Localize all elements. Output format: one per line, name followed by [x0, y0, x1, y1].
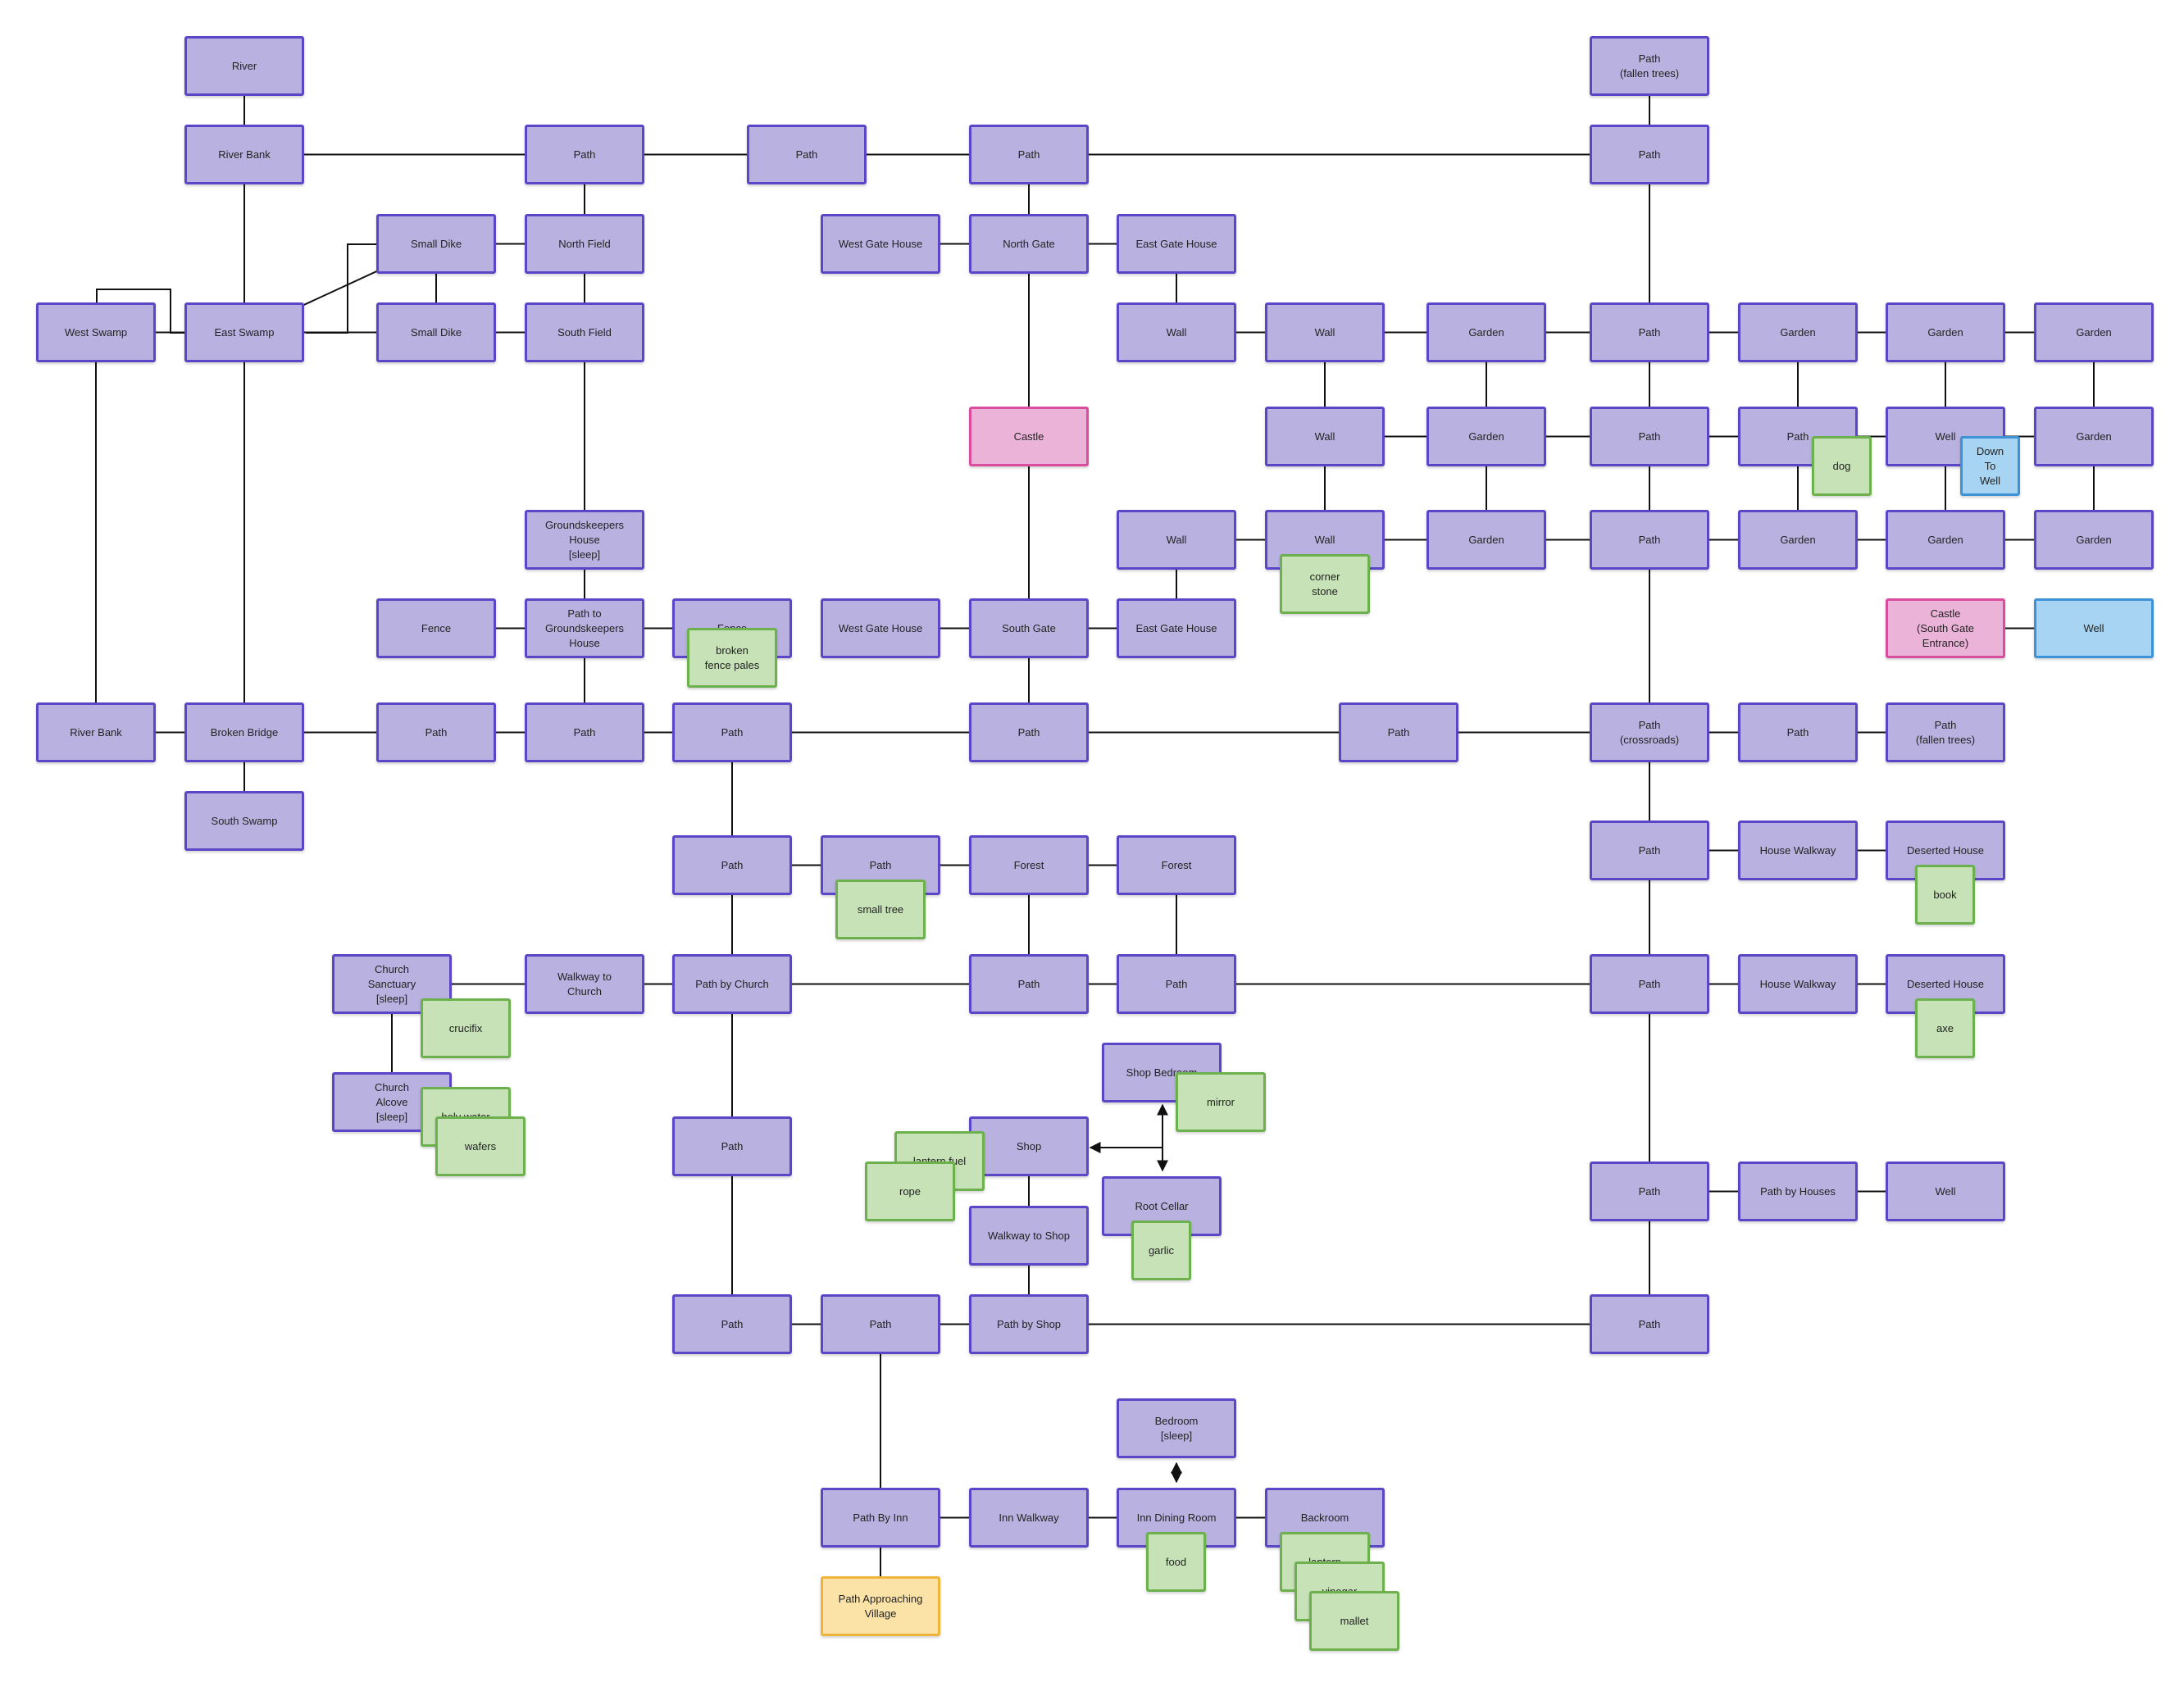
node-small-dike-1: Small Dike	[376, 214, 496, 274]
node-forest-2: Forest	[1117, 835, 1236, 895]
node-garden-1: Garden	[1426, 302, 1546, 362]
item-mirror: mirror	[1176, 1072, 1266, 1132]
node-shop: Shop	[969, 1116, 1089, 1176]
node-walkway-shop: Walkway to Shop	[969, 1206, 1089, 1266]
node-path-r1b: Path	[747, 125, 867, 184]
node-south-field: South Field	[525, 302, 644, 362]
node-small-dike-2: Small Dike	[376, 302, 496, 362]
node-path-r2b: Path	[525, 702, 644, 762]
node-down-to-well: Down To Well	[1960, 436, 2020, 496]
node-west-swamp: West Swamp	[36, 302, 156, 362]
node-castle: Castle	[969, 407, 1089, 466]
item-axe: axe	[1915, 998, 1975, 1058]
connector-west-swamp-east-swamp	[96, 289, 184, 334]
node-path-by-houses: Path by Houses	[1738, 1161, 1858, 1221]
node-path-g4: Path	[1590, 510, 1709, 570]
node-path-r4a: Path	[969, 954, 1089, 1014]
item-crucifix: crucifix	[421, 998, 511, 1058]
item-food: food	[1146, 1532, 1206, 1592]
node-wall-1: Wall	[1117, 302, 1236, 362]
item-broken-fence-pales: broken fence pales	[687, 628, 777, 688]
node-path-r1d: Path	[1590, 125, 1709, 184]
node-east-gate-house-n: East Gate House	[1117, 214, 1236, 274]
node-bedroom: Bedroom [sleep]	[1117, 1398, 1236, 1458]
node-garden-3: Garden	[1886, 302, 2005, 362]
node-path-r4c: Path	[1590, 954, 1709, 1014]
node-church-sanctuary: Church Sanctuary [sleep]	[332, 954, 452, 1014]
node-fence-w: Fence	[376, 598, 496, 658]
node-path-r2d: Path	[969, 702, 1089, 762]
node-path-r1c: Path	[969, 125, 1089, 184]
node-groundskeepers-house: Groundskeepers House [sleep]	[525, 510, 644, 570]
node-path-approaching: Path Approaching Village	[821, 1576, 940, 1636]
node-west-gate-house-n: West Gate House	[821, 214, 940, 274]
node-path-r3c: Path	[1590, 821, 1709, 880]
node-path-r6a: Path	[672, 1294, 792, 1354]
node-south-gate: South Gate	[969, 598, 1089, 658]
node-house-walkway-1: House Walkway	[1738, 821, 1858, 880]
node-well-blue: Well	[2034, 598, 2154, 658]
node-path-r5b: Path	[1590, 1161, 1709, 1221]
node-castle-south: Castle (South Gate Entrance)	[1886, 598, 2005, 658]
node-path-r2a: Path	[376, 702, 496, 762]
node-path-to-gk: Path to Groundskeepers House	[525, 598, 644, 658]
node-path-r2f: Path	[1738, 702, 1858, 762]
node-wall-2: Wall	[1265, 302, 1385, 362]
node-path-r5a: Path	[672, 1116, 792, 1176]
node-path-by-shop: Path by Shop	[969, 1294, 1089, 1354]
node-river: River	[184, 36, 304, 96]
node-garden-5: Garden	[1426, 407, 1546, 466]
node-garden-4: Garden	[2034, 302, 2154, 362]
node-north-field: North Field	[525, 214, 644, 274]
node-broken-bridge: Broken Bridge	[184, 702, 304, 762]
item-book: book	[1915, 865, 1975, 925]
item-garlic: garlic	[1131, 1221, 1191, 1280]
node-path-by-inn: Path By Inn	[821, 1488, 940, 1548]
node-wall-4: Wall	[1117, 510, 1236, 570]
node-north-gate: North Gate	[969, 214, 1089, 274]
node-path-fallen-2: Path (fallen trees)	[1886, 702, 2005, 762]
node-path-r2c: Path	[672, 702, 792, 762]
node-well-bottom: Well	[1886, 1161, 2005, 1221]
item-wafers: wafers	[435, 1116, 526, 1176]
node-river-bank-n: River Bank	[184, 125, 304, 184]
node-walkway-church: Walkway to Church	[525, 954, 644, 1014]
node-inn-walkway: Inn Walkway	[969, 1488, 1089, 1548]
node-garden-6: Garden	[2034, 407, 2154, 466]
node-garden-7: Garden	[1426, 510, 1546, 570]
item-small-tree: small tree	[835, 880, 926, 939]
node-east-swamp: East Swamp	[184, 302, 304, 362]
node-path-r4b: Path	[1117, 954, 1236, 1014]
node-garden-2: Garden	[1738, 302, 1858, 362]
node-river-bank-s: River Bank	[36, 702, 156, 762]
node-path-r2e: Path	[1339, 702, 1458, 762]
item-corner-stone: corner stone	[1280, 554, 1370, 614]
node-path-crossroads: Path (crossroads)	[1590, 702, 1709, 762]
node-east-gate-house-s: East Gate House	[1117, 598, 1236, 658]
item-rope: rope	[865, 1161, 955, 1221]
node-path-g2: Path	[1590, 407, 1709, 466]
node-west-gate-house-s: West Gate House	[821, 598, 940, 658]
node-path-r3a: Path	[672, 835, 792, 895]
node-garden-10: Garden	[2034, 510, 2154, 570]
connector-east-swamp-small-dikes	[306, 243, 376, 334]
item-mallet: mallet	[1309, 1591, 1399, 1651]
node-garden-9: Garden	[1886, 510, 2005, 570]
node-path-by-church: Path by Church	[672, 954, 792, 1014]
node-house-walkway-2: House Walkway	[1738, 954, 1858, 1014]
node-path-g1: Path	[1590, 302, 1709, 362]
node-forest-1: Forest	[969, 835, 1089, 895]
node-path-r6b: Path	[821, 1294, 940, 1354]
node-path-r6c: Path	[1590, 1294, 1709, 1354]
node-garden-8: Garden	[1738, 510, 1858, 570]
node-path-r1a: Path	[525, 125, 644, 184]
item-dog: dog	[1812, 436, 1872, 496]
node-path-fallen-top: Path (fallen trees)	[1590, 36, 1709, 96]
node-wall-3: Wall	[1265, 407, 1385, 466]
node-south-swamp: South Swamp	[184, 791, 304, 851]
